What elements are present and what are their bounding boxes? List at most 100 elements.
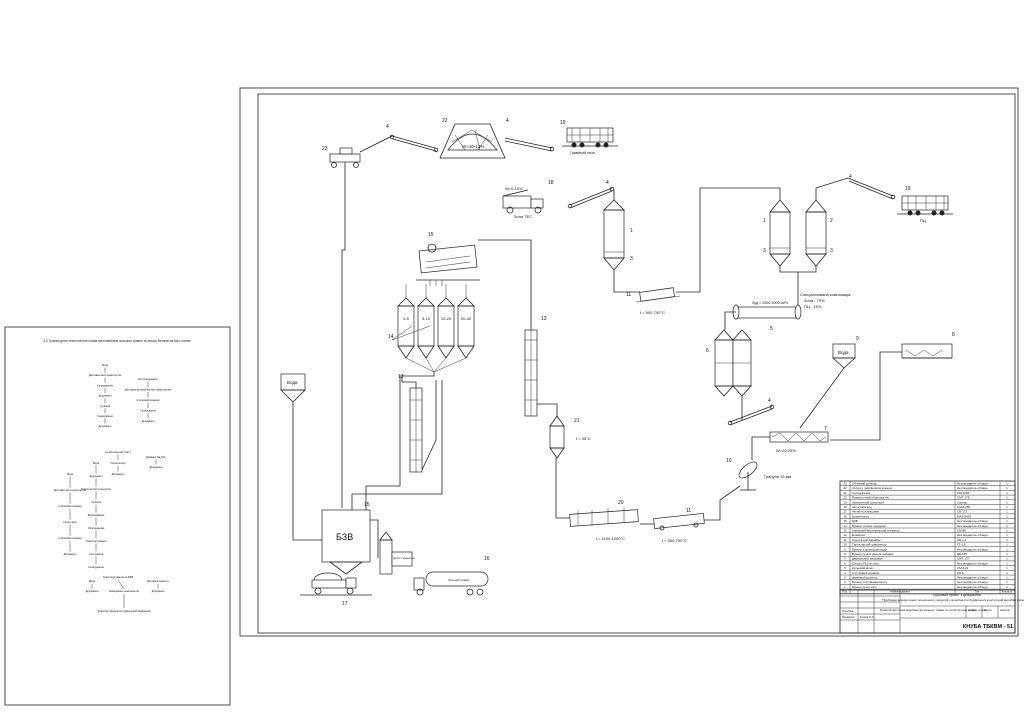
- flow-step: Сушіння: [100, 404, 111, 408]
- water-bunker-left: Вода: [280, 373, 322, 541]
- spec-pos: 20: [843, 496, 847, 500]
- spec-pos: 2: [844, 580, 846, 584]
- spec-header: Тип: [975, 590, 980, 594]
- spec-qty: 1: [1006, 585, 1008, 589]
- bucket-elevator: 13: [478, 239, 547, 417]
- spec-type: Нестандартне обладн.: [957, 524, 989, 528]
- spec-name: БЗВ: [852, 519, 858, 523]
- flow-step: Вода: [102, 363, 109, 367]
- title-stage: Стадія: [968, 608, 977, 612]
- left-sheet-title: 3.2 Транспортно-технологічна схема вигот…: [43, 339, 191, 343]
- label-bzv: БЗВ: [336, 532, 353, 542]
- spec-qty: 1: [1006, 552, 1008, 556]
- spec-type: Нестандартне обладн.: [957, 533, 989, 537]
- spec-pos: 9: [844, 547, 846, 551]
- flow-step: Дозування: [112, 472, 125, 476]
- title-sheet-no: Аркуш: [984, 608, 992, 612]
- spec-qty: 1: [1006, 566, 1008, 570]
- spec-qty: 1: [1006, 561, 1008, 565]
- spec-name: Кульовий млин: [852, 566, 873, 570]
- flow-step: Дозування: [152, 589, 165, 593]
- label-22: 22: [442, 118, 448, 124]
- spec-pos: 19: [843, 500, 847, 504]
- spec-name: Бункер готової продукції: [852, 524, 886, 528]
- inner-frame: [257, 93, 1016, 634]
- concrete-mixer-truck: 17: [300, 572, 372, 607]
- label-23: 23: [322, 146, 328, 152]
- additive-preparation-bunker: 8: [830, 332, 955, 441]
- spec-type: Нестандартне обладн.: [957, 580, 989, 584]
- flow-step: Сортування: [89, 552, 104, 556]
- label-20: 20: [618, 500, 624, 506]
- flow-step: Доставка автотранспортом: [89, 373, 122, 377]
- label-18: 18: [548, 180, 554, 186]
- title-code: КНУБА ТБКВМ - 51: [963, 624, 1013, 630]
- flow-step: Складування: [140, 409, 156, 413]
- spec-qty: 1: [1006, 505, 1008, 509]
- flow-step: Дозування: [150, 465, 163, 469]
- line-dryer-to-silo: [676, 187, 760, 293]
- elevator: 12: [398, 374, 437, 473]
- spec-name: Бункер приготування добавки: [852, 552, 894, 556]
- spec-pos: 13: [843, 529, 847, 533]
- label-mix-title: Спеціалізована композиція:: [800, 292, 851, 297]
- spec-pos: 3: [844, 576, 846, 580]
- label-9: 9: [856, 336, 859, 342]
- label-4a: 4: [386, 124, 389, 130]
- spec-pos: 16: [843, 514, 847, 518]
- flow-step: Сухий зольний грав-у: [105, 450, 132, 454]
- spec-type: КП-6: [957, 571, 964, 575]
- spec-type: СМТ-137: [957, 557, 970, 561]
- spec-qty: 1: [1006, 524, 1008, 528]
- label-4e: 4: [768, 398, 771, 404]
- label-water-1: Вода: [838, 350, 849, 355]
- flow-step: Пісок: [67, 472, 74, 476]
- spec-name: Стрічковий конвеєр: [852, 571, 880, 575]
- label-4c: 4: [606, 180, 609, 186]
- spec-type: Нестандартне обладн.: [957, 482, 989, 486]
- label-11b: 11: [686, 508, 691, 514]
- label-1a: 1: [630, 228, 633, 234]
- spec-type: Нестандартне обладн.: [957, 519, 989, 523]
- flow-step: Стрічковий конвеєр: [58, 504, 82, 508]
- spec-type: СБ-172: [957, 510, 967, 514]
- spec-name: Тарільчастий гранулятор: [852, 543, 887, 547]
- label-temp-2: t = 90°C: [576, 436, 591, 441]
- spec-name: Автобетонзмішувач: [852, 510, 880, 514]
- fraction-label: 5-10: [422, 316, 431, 321]
- label-truck: Зольний гравій: [448, 578, 469, 582]
- spec-name: Бункер з дозатором води: [852, 547, 887, 551]
- spec-qty: 1: [1006, 510, 1008, 514]
- flow-step: Доставка автотранспортом: [54, 488, 87, 492]
- spec-name: Цементовоз: [852, 514, 869, 518]
- spec-type: СМ-1365: [957, 491, 970, 495]
- label-temp-3: t = 1100-1200°C: [596, 536, 625, 541]
- spec-pos: 14: [843, 524, 847, 528]
- spec-pos: 22: [843, 486, 847, 490]
- label-4b: 4: [506, 118, 509, 124]
- belt-conveyor-4e: [729, 405, 773, 423]
- left-sheet: 3.2 Транспортно-технологічна схема вигот…: [4, 326, 231, 706]
- cement-ash-silos: 6: [706, 329, 752, 397]
- cooler: 21 t = 90°C: [535, 403, 591, 459]
- flow-step: Дозування: [142, 419, 155, 423]
- drying-drum-lower: 11 t = 500-700°C: [640, 508, 705, 543]
- grab-crane-warehouse: W=10-12% 22: [439, 118, 506, 159]
- spec-qty: 1: [1006, 482, 1008, 486]
- spec-name: Силоси ПЦ та золи: [852, 561, 879, 565]
- spec-name: Елеватор: [852, 533, 866, 537]
- volumetric-dosing-unit: 23: [322, 146, 361, 168]
- dry-ash-silo: 1 3: [603, 199, 633, 271]
- label-cement: ПЦ: [920, 218, 926, 223]
- flow-step: Портландцемент: [138, 377, 159, 381]
- flow-step: Дозування: [86, 589, 99, 593]
- label-granule-moisture: W=20-25%: [776, 448, 796, 453]
- spec-type: Нестандартне обладн.: [957, 585, 989, 589]
- spec-type: Хоппер: [957, 500, 968, 504]
- spec-pos: 23: [843, 482, 847, 486]
- spec-type: МАЗ-5429: [957, 514, 971, 518]
- spec-qty: 1: [1006, 547, 1008, 551]
- pan-granulator: 10 Гранули 15 мм: [704, 458, 792, 521]
- main-sheet: [239, 87, 1019, 637]
